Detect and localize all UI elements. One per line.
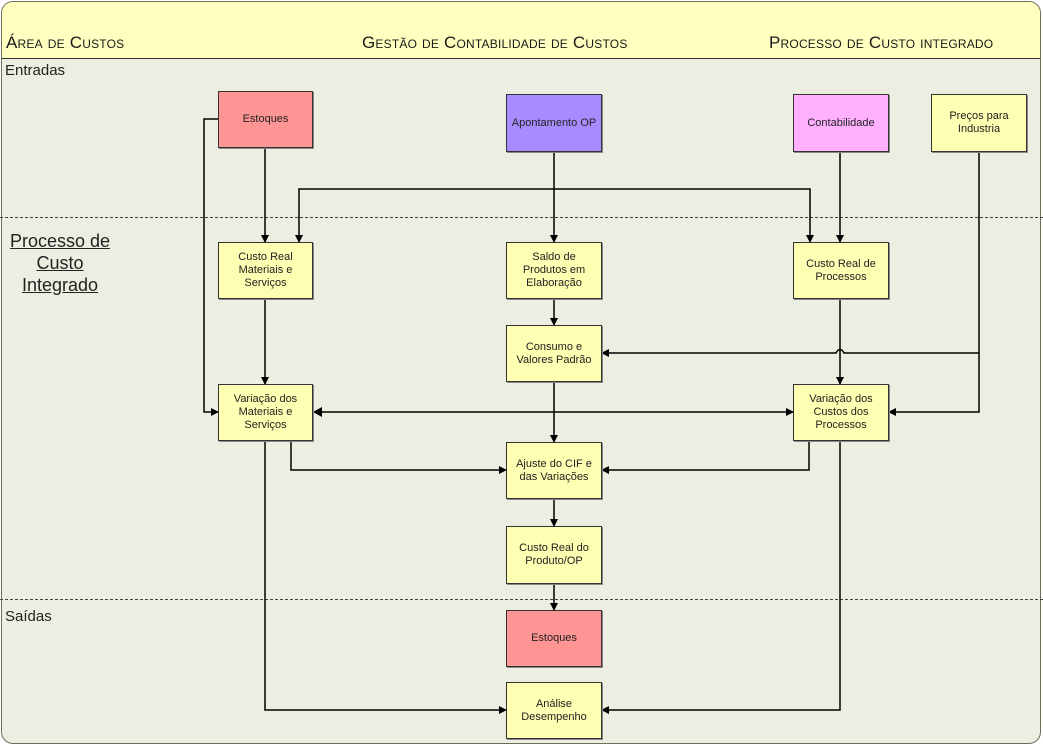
arrowhead-var-mat [313,407,322,417]
edge-apontamento-custo-mat [295,188,554,243]
section-label-process: Processo de Custo Integrado [9,231,111,295]
edge-var-mat-ajuste [290,440,507,474]
node-consumo-valores[interactable]: Consumo e Valores Padrão [506,325,602,382]
node-contabilidade[interactable]: Contabilidade [793,94,889,152]
node-custo-real-materiais[interactable]: Custo Real Materiais e Serviços [218,242,313,299]
node-custo-real-produto[interactable]: Custo Real do Produto/OP [506,526,602,584]
node-analise-desempenho[interactable]: Análise Desempenho [506,682,602,739]
node-saldo-produtos[interactable]: Saldo de Produtos em Elaboração [506,242,602,299]
node-precos-industria[interactable]: Preços para Industria [931,94,1027,152]
section-label-inputs: Entradas [5,62,66,79]
edge-var-mat-analise [264,440,507,714]
node-estoques-output[interactable]: Estoques [506,610,602,667]
node-ajuste-cif[interactable]: Ajuste do CIF e das Variações [506,442,602,499]
node-variacao-processos[interactable]: Variação dos Custos dos Processos [793,384,889,441]
node-variacao-materiais[interactable]: Variação dos Materiais e Serviços [218,384,313,441]
node-estoques-input[interactable]: Estoques [218,91,313,148]
edge-var-proc-analise [601,440,841,714]
section-label-outputs: Saídas [5,608,52,625]
edge-apontamento-custo-proc [554,188,814,243]
node-apontamento-op[interactable]: Apontamento OP [506,94,602,152]
header-band: Área de Custos Gestão de Contabilidade d… [2,2,1040,59]
header-left-title: Área de Custos [6,33,125,52]
edge-precos-var-proc [888,353,980,416]
header-right-title: Processo de Custo integrado [769,33,994,52]
node-custo-real-processos[interactable]: Custo Real de Processos [793,242,889,299]
section-divider-outputs [0,599,1043,600]
edge-var-proc-ajuste [601,440,810,474]
edge-precos-consumo [601,151,980,357]
edge-estoques-var-mat [203,118,219,416]
section-divider-inputs [0,217,1043,218]
header-center-title: Gestão de Contabilidade de Custos [362,33,628,52]
